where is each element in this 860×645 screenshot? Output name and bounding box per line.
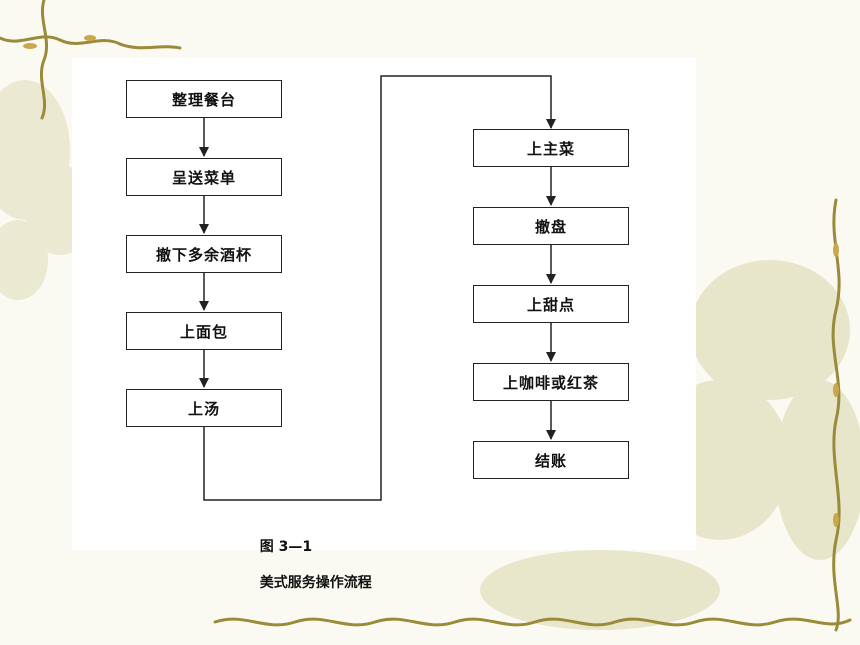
step-box-7: 撤盘 <box>473 207 629 245</box>
bottom-vine-decoration <box>213 617 852 627</box>
figure-number: 图 3—1 <box>259 539 313 555</box>
step-box-1: 整理餐台 <box>126 80 282 118</box>
step-box-5: 上汤 <box>126 389 282 427</box>
connector-left-to-right <box>203 75 556 501</box>
step-box-3: 撤下多余酒杯 <box>126 235 282 273</box>
step-box-9: 上咖啡或红茶 <box>473 363 629 401</box>
step-box-2: 呈送菜单 <box>126 158 282 196</box>
step-box-8: 上甜点 <box>473 285 629 323</box>
step-box-10: 结账 <box>473 441 629 479</box>
step-box-6: 上主菜 <box>473 129 629 167</box>
step-box-4: 上面包 <box>126 312 282 350</box>
leaf-accents <box>23 35 839 527</box>
figure-caption: 图 3—1 美式服务操作流程 <box>250 520 550 591</box>
top-vine-decoration <box>0 0 182 120</box>
right-vine-decoration <box>831 198 841 632</box>
figure-title: 美式服务操作流程 <box>259 575 372 591</box>
